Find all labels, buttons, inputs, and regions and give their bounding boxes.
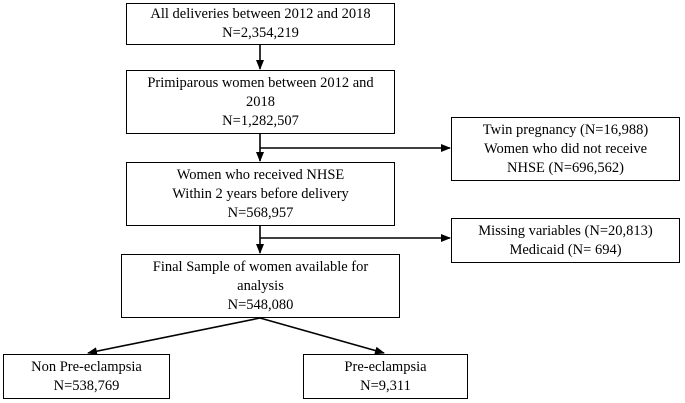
exclusion-1-no-nhse-line2: NHSE (N=696,562) xyxy=(507,159,624,176)
exclusion-box-1: Twin pregnancy (N=16,988) Women who did … xyxy=(451,117,680,181)
all-deliveries-box: All deliveries between 2012 and 2018 N=2… xyxy=(126,3,395,45)
received-nhse-count: N=568,957 xyxy=(227,204,294,221)
exclusion-1-twin: Twin pregnancy (N=16,988) xyxy=(482,121,649,138)
final-sample-count: N=548,080 xyxy=(227,296,294,313)
preeclampsia-box: Pre-eclampsia N=9,311 xyxy=(303,354,468,399)
final-sample-label-line1: Final Sample of women available for xyxy=(152,258,369,275)
non-preeclampsia-label: Non Pre-eclampsia xyxy=(31,358,142,375)
non-preeclampsia-box: Non Pre-eclampsia N=538,769 xyxy=(3,354,170,399)
preeclampsia-label: Pre-eclampsia xyxy=(344,358,427,375)
primiparous-label-line2: 2018 xyxy=(246,93,275,110)
exclusion-box-2: Missing variables (N=20,813) Medicaid (N… xyxy=(451,218,680,263)
final-sample-box: Final Sample of women available for anal… xyxy=(121,254,400,318)
primiparous-box: Primiparous women between 2012 and 2018 … xyxy=(126,70,395,134)
arrow-final-to-preeclampsia xyxy=(259,317,385,355)
received-nhse-label-line1: Women who received NHSE xyxy=(176,166,345,183)
non-preeclampsia-count: N=538,769 xyxy=(53,377,120,394)
final-sample-label-line2: analysis xyxy=(237,277,284,294)
all-deliveries-count: N=2,354,219 xyxy=(222,25,299,41)
exclusion-2-missing: Missing variables (N=20,813) xyxy=(478,222,653,239)
all-deliveries-label: All deliveries between 2012 and 2018 xyxy=(150,6,371,22)
exclusion-2-medicaid: Medicaid (N= 694) xyxy=(509,241,622,258)
received-nhse-label-line2: Within 2 years before delivery xyxy=(172,185,349,202)
received-nhse-box: Women who received NHSE Within 2 years b… xyxy=(126,162,395,226)
arrow-final-to-non-preeclampsia xyxy=(87,317,261,356)
preeclampsia-count: N=9,311 xyxy=(360,377,411,394)
primiparous-label-line1: Primiparous women between 2012 and xyxy=(147,74,374,91)
exclusion-1-no-nhse-line1: Women who did not receive xyxy=(483,140,648,157)
primiparous-count: N=1,282,507 xyxy=(222,112,299,129)
